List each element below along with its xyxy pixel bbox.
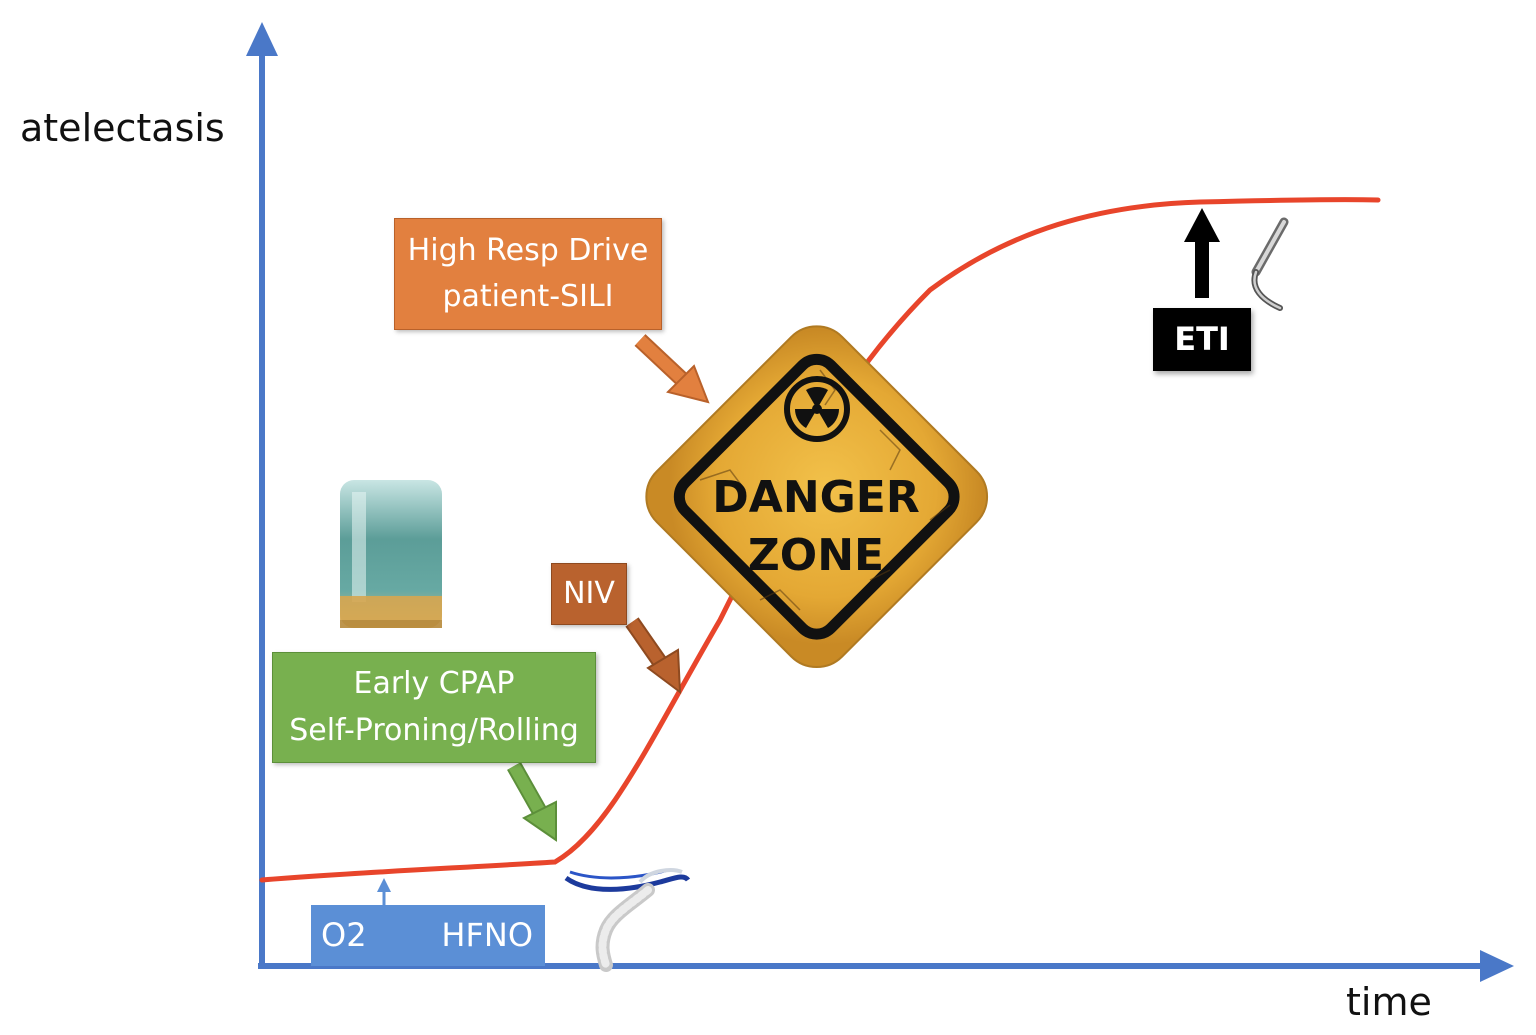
eti-arrow: [1184, 208, 1220, 298]
eti-box: ETI: [1153, 308, 1251, 371]
hfno-label: HFNO: [441, 915, 533, 954]
cpap-line2: Self-Proning/Rolling: [289, 712, 579, 748]
zone-text: ZONE: [748, 530, 884, 581]
y-axis-label: atelectasis: [20, 106, 225, 150]
early-cpap-box: Early CPAP Self-Proning/Rolling: [272, 652, 596, 763]
niv-label: NIV: [563, 575, 615, 611]
high-resp-line1: High Resp Drive: [407, 232, 649, 268]
x-axis-label: time: [1346, 980, 1432, 1024]
high-resp-drive-box: High Resp Drive patient-SILI: [394, 218, 662, 330]
o2-hfno-bar: O2 HFNO: [311, 905, 545, 966]
y-axis: [246, 22, 278, 966]
o2-up-arrow: [377, 878, 391, 905]
niv-box: NIV: [551, 563, 627, 625]
high-resp-line2: patient-SILI: [442, 279, 614, 314]
nasal-cannula-icon: [564, 868, 691, 972]
cpap-arrow: [507, 762, 557, 842]
x-axis: [258, 950, 1514, 982]
danger-zone-sign: [645, 325, 989, 669]
high-resp-arrow: [634, 334, 710, 404]
radiation-icon: [784, 376, 850, 442]
o2-label: O2: [321, 915, 367, 954]
niv-arrow: [625, 617, 682, 695]
cpap-line1: Early CPAP: [353, 666, 515, 701]
eti-label: ETI: [1174, 319, 1230, 358]
danger-text: DANGER: [712, 472, 919, 523]
cpap-helmet-icon: [340, 480, 442, 628]
laryngoscope-icon: [1251, 217, 1289, 311]
